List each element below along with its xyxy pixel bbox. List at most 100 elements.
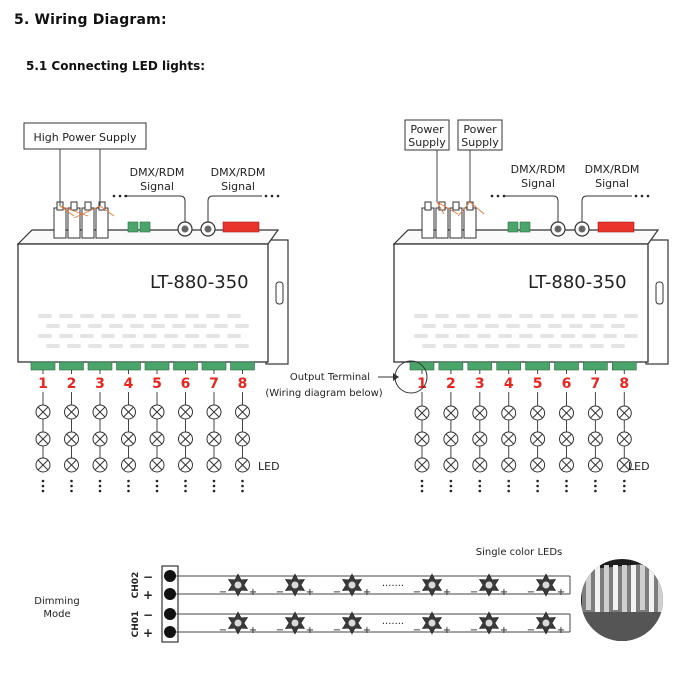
lamp-cross [180, 459, 191, 471]
lamp-cross [590, 433, 601, 445]
vent-slot [227, 314, 241, 318]
output-terminal [467, 361, 493, 371]
continuation-dots [594, 479, 597, 493]
lamp-cross [94, 406, 106, 418]
dmx-input-wire [124, 195, 186, 222]
vent-slot [603, 314, 617, 318]
lamp-cross [619, 459, 630, 471]
photo-light-bar [649, 565, 654, 616]
vent-slot [143, 314, 157, 318]
dot [623, 489, 626, 493]
vent-slot [485, 324, 499, 328]
lamp-cross [561, 433, 572, 445]
dip-switch [222, 221, 260, 233]
power-supply-box [404, 119, 450, 151]
dot [212, 489, 216, 493]
led-star: −+ [219, 611, 257, 636]
lamp-cross [474, 459, 486, 471]
led-star: −+ [219, 573, 257, 598]
led-pin-plus: + [363, 587, 371, 598]
vent-slot [109, 324, 123, 328]
dot [241, 479, 244, 483]
led-pin-minus: − [276, 587, 284, 598]
output-terminal [583, 361, 608, 371]
lamp-cross [619, 407, 630, 419]
vent-slot [414, 334, 428, 338]
led-star: −+ [527, 573, 565, 598]
vent-slot [624, 314, 638, 318]
led-star-lens [428, 619, 436, 627]
high-power-supply-box [23, 122, 147, 150]
continuation-dots [241, 479, 244, 493]
aux-terminal [507, 221, 519, 233]
continuation-dots [184, 479, 187, 493]
led-lamp [149, 404, 165, 420]
lamp-cross [94, 459, 106, 471]
signal-label-line1: DMX/RDM [511, 163, 566, 176]
dot [212, 484, 216, 488]
lamp-cross [151, 406, 163, 418]
channel-number-1: 1 [38, 376, 48, 392]
dot [270, 194, 274, 198]
channel-number-5: 5 [152, 376, 162, 392]
led-pin-minus: − [276, 625, 284, 636]
vent-slot [456, 334, 470, 338]
vent-slot [561, 334, 575, 338]
terminal-pin [164, 588, 176, 600]
led-lamp [501, 405, 517, 421]
vent-slot [548, 324, 562, 328]
vent-slot [569, 324, 583, 328]
lamp-cross [561, 459, 572, 471]
led-star: −+ [333, 611, 371, 636]
continuation-dots [70, 479, 73, 493]
vent-slot [540, 314, 554, 318]
led-star-lens [542, 619, 550, 627]
led-pin-minus: − [527, 625, 535, 636]
dmx-socket-core [578, 225, 586, 233]
channel-number-5: 5 [533, 376, 543, 392]
photo-light-bar [658, 565, 663, 622]
dot [212, 479, 216, 483]
vent-slot [80, 334, 94, 338]
vent-slot [477, 314, 491, 318]
led-star: −+ [527, 611, 565, 636]
dot [449, 484, 453, 488]
channel-number-6: 6 [181, 376, 191, 392]
output-terminal [230, 361, 255, 371]
led-star: −+ [413, 573, 451, 598]
channel-label-ch02: CH02 [131, 572, 141, 599]
power-supply-label-line2: Supply [461, 136, 499, 149]
led-star: −+ [276, 611, 314, 636]
dot [640, 194, 644, 198]
vent-slot [540, 334, 554, 338]
vent-slot [143, 334, 157, 338]
photo-light-bar [631, 565, 636, 622]
dot [118, 194, 122, 198]
vent-slot [88, 344, 102, 348]
led-star: −+ [470, 611, 508, 636]
dot [536, 489, 539, 493]
led-lamp [64, 431, 79, 447]
lamp-cross [208, 459, 220, 471]
output-terminal [611, 361, 637, 371]
dot [184, 489, 187, 493]
high-power-supply-label: High Power Supply [33, 131, 137, 144]
vent-slot [435, 314, 449, 318]
photo-light-bar [595, 565, 600, 616]
dot [565, 489, 568, 493]
bracket-slot [275, 281, 284, 305]
dot [70, 489, 73, 493]
led-lamp [443, 457, 459, 473]
output-terminal [554, 361, 579, 371]
dot [536, 479, 539, 483]
channel-number-2: 2 [67, 376, 77, 392]
led-lamp [587, 457, 603, 473]
led-lamp [149, 431, 165, 447]
vent-slot [561, 314, 575, 318]
vent-slot [477, 334, 491, 338]
led-lamp [121, 431, 136, 447]
lamp-cross [37, 406, 49, 418]
vent-slot [485, 344, 499, 348]
led-lamp [472, 431, 488, 447]
led-lamp [92, 404, 108, 420]
